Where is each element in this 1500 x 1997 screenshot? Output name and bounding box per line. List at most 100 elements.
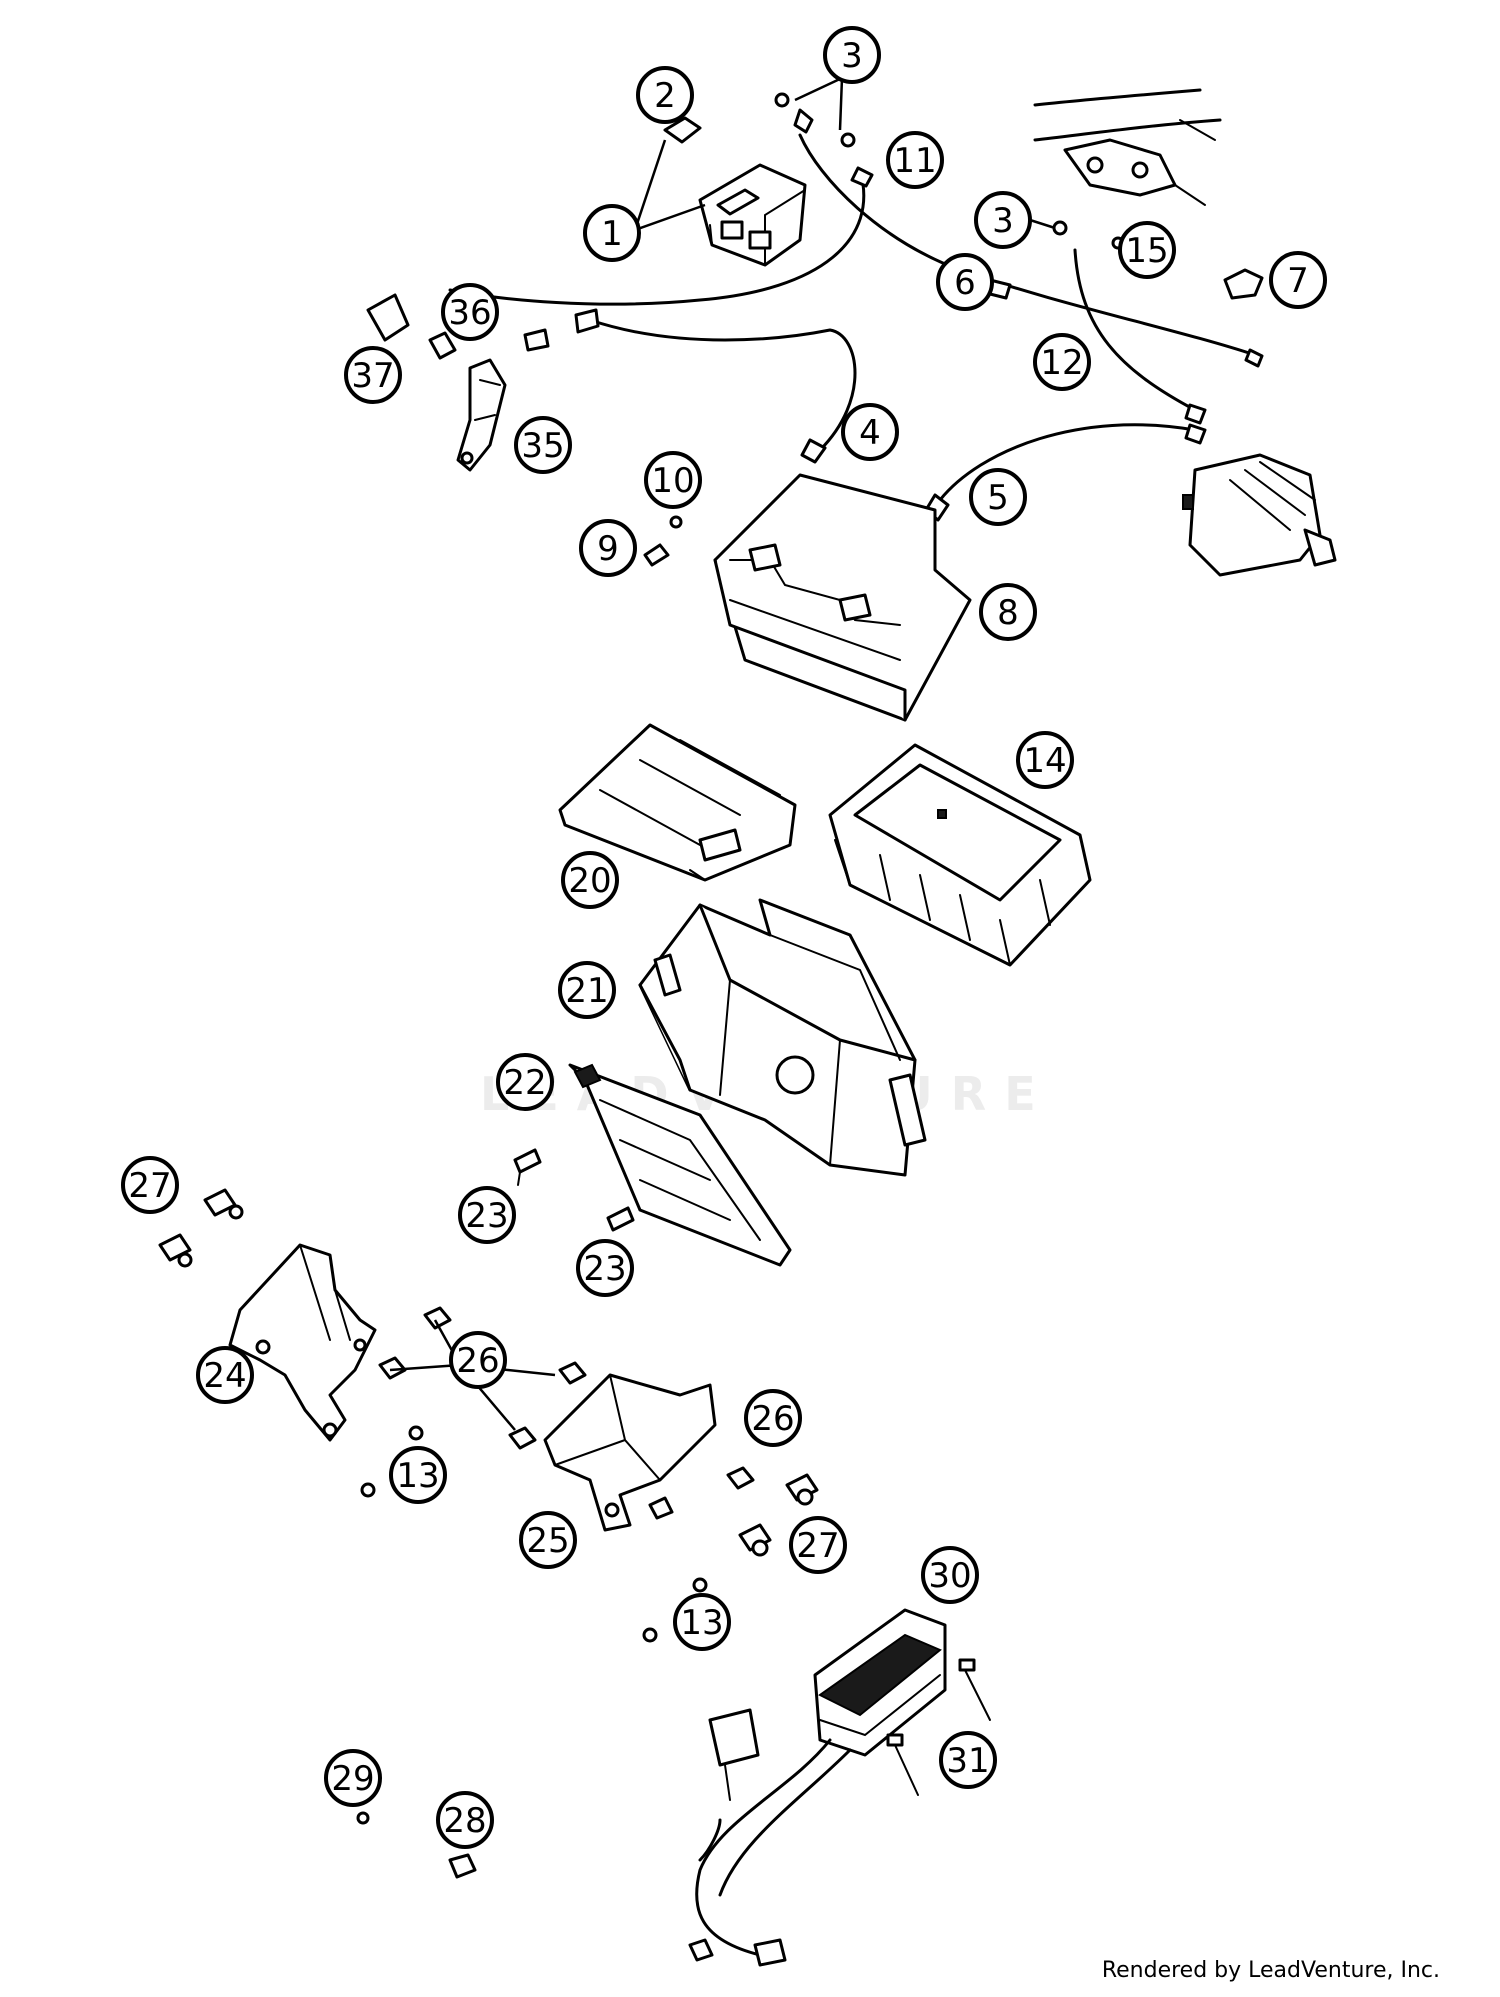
callout-25: 25 xyxy=(519,1511,577,1569)
battery xyxy=(713,473,972,722)
callout-number: 25 xyxy=(526,1521,569,1561)
callout-13: 13 xyxy=(389,1446,447,1504)
callout-number: 28 xyxy=(443,1801,486,1841)
callout-circle xyxy=(519,1511,577,1569)
callout-number: 23 xyxy=(465,1196,508,1236)
callout-circle xyxy=(344,346,402,404)
callout-29: 29 xyxy=(324,1749,382,1807)
callout-circle xyxy=(583,204,641,262)
callout-number: 26 xyxy=(751,1399,794,1439)
callout-circle xyxy=(449,1331,507,1389)
callout-circle xyxy=(389,1446,447,1504)
callout-number: 21 xyxy=(565,971,608,1011)
callout-11: 11 xyxy=(886,131,944,189)
callout-number: 11 xyxy=(893,141,936,181)
callout-28: 28 xyxy=(436,1791,494,1849)
battery-bolts xyxy=(643,515,683,567)
callout-6: 6 xyxy=(936,253,994,311)
callout-8: 8 xyxy=(979,583,1037,641)
callout-35: 35 xyxy=(514,416,572,474)
callout-number: 13 xyxy=(680,1603,723,1643)
callout-number: 31 xyxy=(946,1741,989,1781)
callout-circle xyxy=(823,26,881,84)
callout-number: 3 xyxy=(992,201,1014,241)
regulator-bracket xyxy=(543,1373,717,1532)
relay-cover xyxy=(663,116,702,144)
callout-23: 23 xyxy=(458,1186,516,1244)
footer-credit: Rendered by LeadVenture, Inc. xyxy=(1101,1958,1440,1983)
callout-number: 37 xyxy=(351,356,394,396)
callout-circle xyxy=(436,1791,494,1849)
callout-number: 14 xyxy=(1023,741,1066,781)
callout-37: 37 xyxy=(344,346,402,404)
callout-9: 9 xyxy=(579,519,637,577)
callout-2: 2 xyxy=(636,66,694,124)
callout-3: 3 xyxy=(974,191,1032,249)
plate-bolts xyxy=(513,1148,635,1232)
fuse-holder xyxy=(366,293,507,472)
callout-10: 10 xyxy=(644,451,702,509)
callout-circle xyxy=(1033,333,1091,391)
callout-27: 27 xyxy=(789,1516,847,1574)
callout-circle xyxy=(1269,251,1327,309)
callout-number: 24 xyxy=(203,1356,246,1396)
callout-number: 4 xyxy=(859,413,881,453)
callout-circle xyxy=(558,961,616,1019)
voltage-regulator xyxy=(813,1608,947,1757)
callout-circle xyxy=(744,1389,802,1447)
callout-number: 10 xyxy=(651,461,694,501)
callout-1: 1 xyxy=(583,204,641,262)
callout-circle xyxy=(514,416,572,474)
callout-number: 20 xyxy=(568,861,611,901)
terminal-nuts xyxy=(774,92,1125,250)
callout-circle xyxy=(921,1546,979,1604)
callout-circle xyxy=(841,403,899,461)
callout-7: 7 xyxy=(1269,251,1327,309)
callout-23: 23 xyxy=(576,1239,634,1297)
callout-circle xyxy=(939,1731,997,1789)
starter-motor xyxy=(1182,453,1337,577)
callout-15: 15 xyxy=(1118,221,1176,279)
frame-tube xyxy=(1033,88,1222,206)
regulator-bolts xyxy=(738,1473,819,1557)
callout-circle xyxy=(1118,221,1176,279)
mounting-bracket xyxy=(228,1243,377,1442)
callout-circle xyxy=(458,1186,516,1244)
callout-circle xyxy=(579,519,637,577)
callout-3: 3 xyxy=(823,26,881,84)
callout-22: 22 xyxy=(496,1053,554,1111)
callout-circle xyxy=(196,1346,254,1404)
starter-relay xyxy=(698,163,807,267)
callout-31: 31 xyxy=(939,1731,997,1789)
small-bolts xyxy=(360,1425,708,1643)
callout-14: 14 xyxy=(1016,731,1074,789)
callout-circle xyxy=(673,1593,731,1651)
callout-circle xyxy=(636,66,694,124)
callout-4: 4 xyxy=(841,403,899,461)
battery-holder xyxy=(638,898,927,1177)
callout-12: 12 xyxy=(1033,333,1091,391)
callout-circle xyxy=(974,191,1032,249)
callout-30: 30 xyxy=(921,1546,979,1604)
callout-number: 35 xyxy=(521,426,564,466)
callout-24: 24 xyxy=(196,1346,254,1404)
callout-circle xyxy=(789,1516,847,1574)
leader-lines xyxy=(389,76,1056,1431)
callout-circle xyxy=(1016,731,1074,789)
grommets xyxy=(356,1811,477,1879)
callout-number: 8 xyxy=(997,593,1019,633)
callout-number: 29 xyxy=(331,1759,374,1799)
callout-circle xyxy=(121,1156,179,1214)
callout-number: 6 xyxy=(954,263,976,303)
callout-circle xyxy=(936,253,994,311)
callout-number: 7 xyxy=(1287,261,1309,301)
callout-5: 5 xyxy=(969,468,1027,526)
callout-circle xyxy=(561,851,619,909)
callout-number: 23 xyxy=(583,1249,626,1289)
callout-circle xyxy=(441,283,499,341)
regulator-screws xyxy=(886,1658,991,1796)
callout-circle xyxy=(969,468,1027,526)
